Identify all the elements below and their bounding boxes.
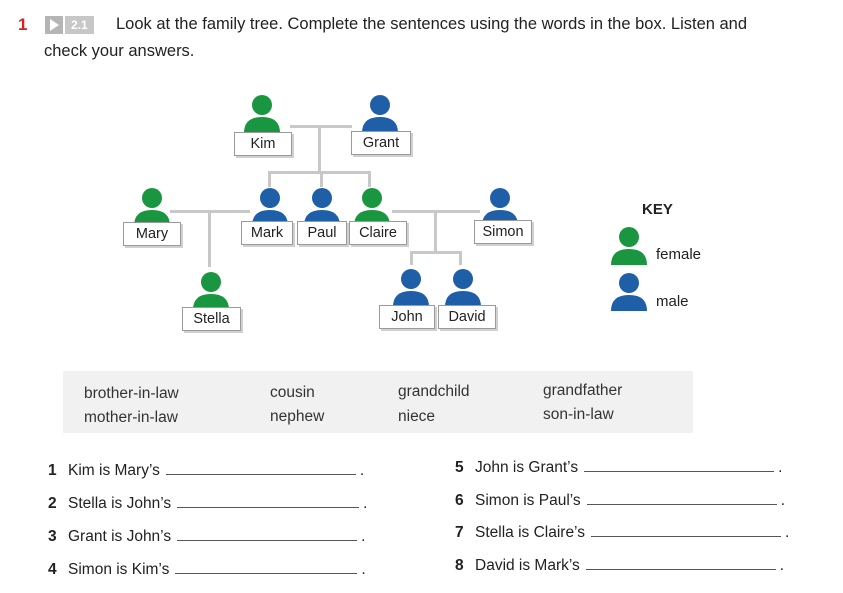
tree-connector [170,210,250,213]
sentence-text: Simon is Paul’s [475,492,581,509]
sentence-text: Stella is John’s [68,495,172,512]
sentence-text: Kim is Mary’s [68,462,160,479]
name-label-mary: Mary [123,222,181,246]
sentence-7: 7 Stella is Claire’s. [455,522,789,544]
name-label-john: John [379,305,435,329]
sentence-number: 4 [48,561,57,578]
word-item: niece [398,408,436,425]
sentence-text: Stella is Claire’s [475,524,585,541]
key-title: KEY [642,201,673,218]
person-icon-grant [360,93,400,133]
sentence-2: 2 Stella is John’s. [48,493,367,515]
sentence-end: . [359,462,365,479]
tree-connector [459,251,462,265]
name-label-mark: Mark [241,221,293,245]
word-item: cousin [270,384,315,401]
person-icon-claire [352,186,392,226]
tree-connector [392,210,480,213]
word-item: grandfather [543,382,623,399]
sentence-number: 7 [455,524,464,541]
sentence-4: 4 Simon is Kim’s. [48,559,366,581]
answer-blank[interactable] [165,462,356,475]
answer-blank[interactable] [584,459,775,472]
person-icon-david [443,267,483,307]
person-icon-mary [132,186,172,226]
tree-connector [208,212,211,267]
female-key-icon [609,225,649,265]
person-icon-kim [242,93,282,133]
sentence-text: John is Grant’s [475,459,579,476]
sentence-text: David is Mark’s [475,557,580,574]
sentence-text: Simon is Kim’s [68,561,170,578]
word-item: nephew [270,408,325,425]
person-icon-paul [302,186,342,226]
key-label-male: male [656,293,689,310]
play-icon[interactable] [45,16,63,34]
exercise-number: 1 [18,15,28,34]
instruction-line-1: Look at the family tree. Complete the se… [116,15,748,33]
sentence-6: 6 Simon is Paul’s. [455,490,785,512]
answer-blank[interactable] [586,492,777,505]
tree-connector [410,251,413,265]
audio-track-button[interactable]: 2.1 [45,16,94,34]
tree-connector [320,171,323,187]
sentence-end: . [780,492,785,509]
sentence-number: 2 [48,495,57,512]
sentence-text: Grant is John’s [68,528,172,545]
family-tree: Kim Grant Mary Mark Paul Claire Simon St… [123,93,702,331]
sentence-end: . [784,524,790,541]
name-label-david: David [438,305,496,329]
name-label-stella: Stella [182,307,241,331]
tree-connector [318,127,321,172]
sentence-3: 3 Grant is John’s. [48,526,365,548]
instructions: Look at the family tree. Complete the se… [44,13,806,60]
word-item: mother-in-law [84,409,178,426]
tree-connector [368,171,371,187]
word-item: son-in-law [543,406,614,423]
answer-blank[interactable] [585,557,776,570]
tree-connector [268,171,370,174]
sentence-number: 8 [455,557,464,574]
answer-blank[interactable] [177,495,360,508]
tree-connector [434,212,437,252]
name-label-simon: Simon [474,220,532,244]
sentence-end: . [778,459,783,476]
tree-connector [268,171,271,187]
sentence-end: . [361,528,366,545]
person-icon-mark [250,186,290,226]
person-icon-stella [191,270,231,310]
audio-track-number: 2.1 [65,16,94,34]
tree-connector [290,125,352,128]
name-label-paul: Paul [297,221,347,245]
sentence-end: . [361,561,366,578]
sentence-number: 3 [48,528,57,545]
word-box: brother-in-law cousin grandchild grandfa… [63,371,693,433]
person-icon-john [391,267,431,307]
sentence-number: 6 [455,492,464,509]
sentence-end: . [363,495,368,512]
tree-connector [410,251,462,254]
sentence-8: 8 David is Mark’s. [455,555,784,577]
sentence-end: . [779,557,785,574]
sentence-number: 1 [48,462,57,479]
sentence-number: 5 [455,459,464,476]
name-label-claire: Claire [349,221,407,245]
sentence-1: 1 Kim is Mary’s. [48,460,364,482]
word-item: grandchild [398,383,470,400]
name-label-kim: Kim [234,132,292,156]
male-key-icon [609,271,649,311]
answer-blank[interactable] [177,528,358,541]
answer-blank[interactable] [590,524,781,537]
key-label-female: female [656,246,702,263]
sentence-5: 5 John is Grant’s. [455,457,782,479]
name-label-grant: Grant [351,131,411,155]
word-item: brother-in-law [84,385,179,402]
answer-blank[interactable] [175,561,358,574]
instruction-line-2: check your answers. [44,42,195,60]
